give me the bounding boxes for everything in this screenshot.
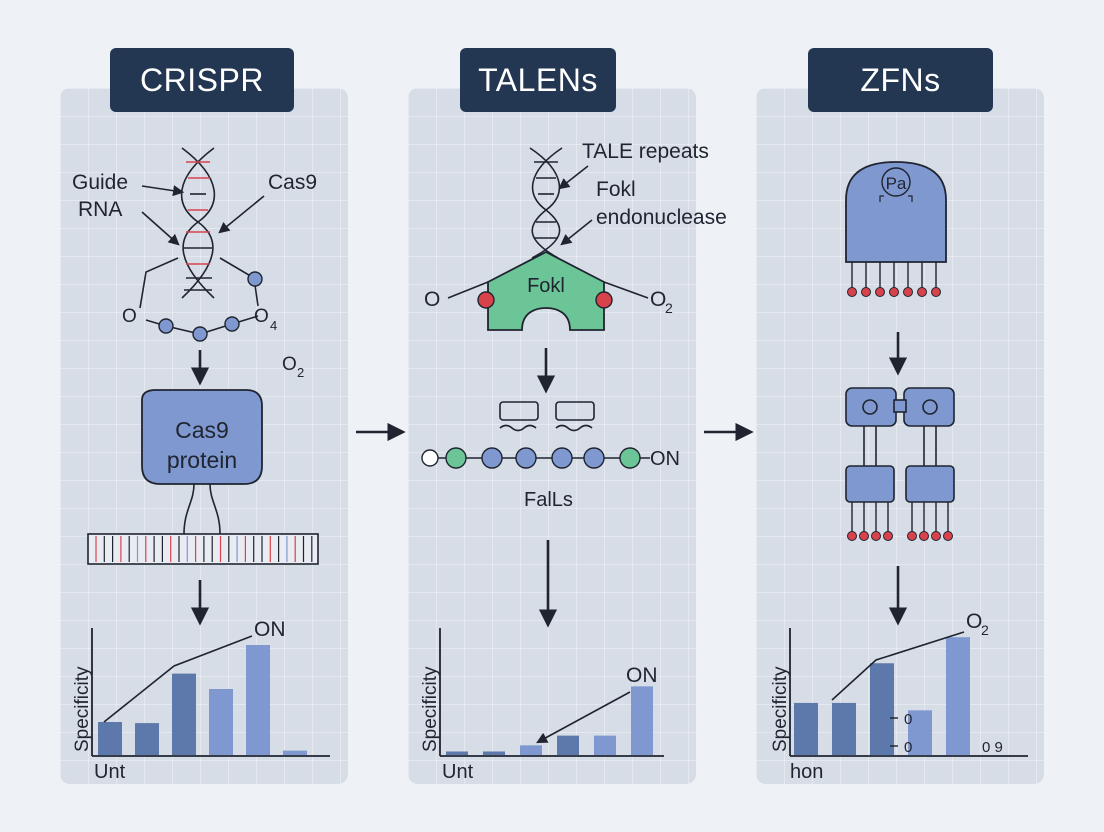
crispr-chart-ylabel: Specificity [72,666,93,752]
zfns-tick-a: 0 [904,711,912,728]
talens-chart-pointer [536,691,631,744]
zfn-fingers-top [847,262,941,297]
protein-line1: Cas9 [175,417,229,443]
chart-bar [557,735,579,755]
crispr-dna-strip [87,533,319,565]
talens-chart-ylabel: Specificity [420,666,441,752]
crispr-o2: O [282,354,297,375]
zfn-dimer [845,387,955,503]
zfns-chart-xlabel: hon [790,761,823,783]
fokl-left-node [477,291,495,309]
fokl-box-label: Fokl [527,275,565,297]
chart-bar [135,723,159,755]
crispr-chart-xlabel: Unt [94,761,126,783]
talens-o-left: O [424,288,440,311]
fokl-label-2: endonuclease [596,206,727,229]
chart-bar [631,686,653,755]
chart-bar [870,663,894,755]
zfns-corner-label: 0 9 [982,739,1003,756]
zfns-title: ZFNs [808,48,993,112]
cas9-label: Cas9 [268,171,317,194]
chart-bar [246,645,270,755]
chart-bar [594,735,616,755]
talens-falls-label: FalLs [524,489,573,511]
talens-node-chain [421,447,650,469]
crispr-dna-helix [180,147,216,299]
talens-o-right-sub: 2 [665,300,673,316]
tale-repeats-label: TALE repeats [582,140,709,163]
zfn-dome-label: Pa [886,174,907,193]
chart-bar [172,673,196,755]
rna-arrow [141,211,180,246]
chart-bar [98,722,122,755]
fokl-arrow [560,219,593,246]
tale-arrow [558,165,589,190]
crispr-node-o-right-sub: 4 [270,318,277,333]
talens-dna-helix [529,147,563,259]
chart-bar [520,745,542,755]
chart-bar [946,637,970,755]
talens-chart [439,628,664,757]
protein-line2: protein [167,447,237,473]
chart-bar [832,702,856,755]
fokl-right-line [603,281,649,299]
crispr-node-o-left: O [122,306,137,327]
zfns-chart-ylabel: Specificity [770,666,791,752]
talens-chart-annotation: ON [626,664,658,687]
cas9-protein-blob [141,389,263,485]
zfns-chart-annotation-sub: 2 [981,622,989,638]
fokl-left-line [447,281,489,299]
fokl-domain-box [487,250,605,331]
chart-bar [908,710,932,755]
crispr-node-o-right: O [254,306,269,327]
protein-stem [183,483,221,535]
cas9-arrow [218,195,265,234]
tale-repeat-icons [499,401,595,432]
crispr-node-chain [139,257,263,342]
zfn-dome-emblem [881,167,911,197]
talens-chart-xlabel: Unt [442,761,474,783]
zfn-dome-brackets [879,195,913,202]
chart-bar [794,702,818,755]
chart-bar [283,750,307,755]
guide-arrow [141,185,185,197]
zfn-dome [845,161,947,263]
talens-title: TALENs [460,48,616,112]
crispr-o2-sub: 2 [297,365,304,380]
fokl-right-node [595,291,613,309]
zfns-chart [789,628,1028,757]
zfn-fingers-bottom [847,502,953,541]
chart-bar [209,689,233,755]
talens-o-right: O [650,288,666,311]
crispr-title: CRISPR [110,48,294,112]
zfns-chart-annotation: O [966,610,982,633]
crispr-chart [91,628,330,757]
chart-bar [446,751,468,755]
chart-bar [483,751,505,755]
talens-chain-end: ON [650,448,680,470]
zfns-tick-b: 0 [904,739,912,756]
rna-label: RNA [78,198,122,221]
guide-label: Guide [72,171,128,194]
fokl-label-1: Fokl [596,178,636,201]
crispr-chart-annotation: ON [254,618,286,641]
